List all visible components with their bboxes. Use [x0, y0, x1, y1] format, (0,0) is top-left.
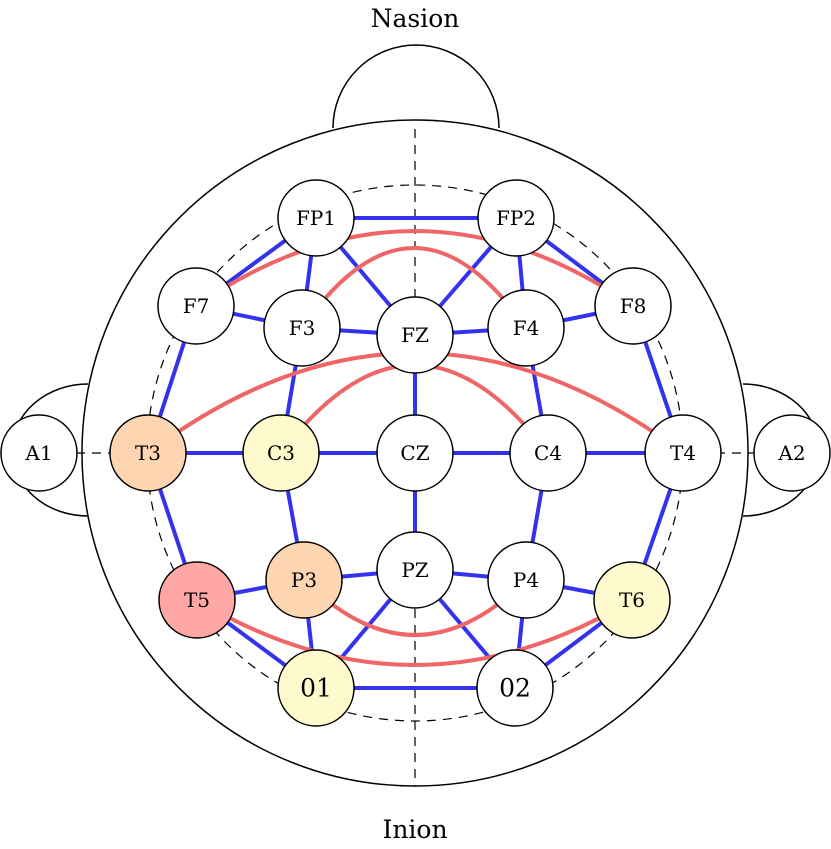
electrode-cz: CZ [376, 414, 454, 492]
electrode-circle [277, 649, 355, 727]
electrode-label: PZ [401, 558, 428, 582]
electrode-label: C4 [534, 441, 562, 465]
electrode-fp1: FP1 [277, 179, 355, 257]
electrode-label: P3 [291, 568, 317, 592]
electrode-circle [487, 541, 565, 619]
electrode-circle [476, 649, 554, 727]
electrode-t6: T6 [593, 561, 671, 639]
electrode-circle [509, 414, 587, 492]
highlight-t5-t6 [195, 598, 634, 667]
electrode-circle [376, 414, 454, 492]
electrode-label: C3 [267, 441, 295, 465]
electrode-label: CZ [400, 441, 429, 465]
electrode-circle [376, 296, 454, 374]
electrode-c3: C3 [242, 414, 320, 492]
electrode-t3: T3 [109, 414, 187, 492]
electrode-label: T5 [184, 588, 210, 612]
electrode-label: FP2 [496, 206, 536, 230]
electrode-t5: T5 [158, 561, 236, 639]
electrode-circle [477, 179, 555, 257]
electrode-fp2: FP2 [477, 179, 555, 257]
electrode-circle [277, 179, 355, 257]
highlight-f7-f8 [194, 229, 635, 308]
highlight-f3-f4 [300, 246, 528, 330]
electrode-label: F4 [513, 316, 540, 340]
electrode-circle [753, 414, 831, 492]
electrode-a2: A2 [753, 414, 831, 492]
electrode-t4: T4 [644, 414, 722, 492]
electrode-p3: P3 [265, 541, 343, 619]
electrode-label: FP1 [296, 206, 336, 230]
electrode-circle [0, 414, 78, 492]
electrode-circle [594, 267, 672, 345]
electrode-label: A1 [24, 441, 52, 465]
electrode-circle [265, 541, 343, 619]
electrode-label: FZ [401, 323, 429, 347]
electrode-label: F8 [620, 294, 647, 318]
electrode-circle [242, 414, 320, 492]
electrode-circle [376, 531, 454, 609]
electrode-label: T4 [670, 441, 696, 465]
electrode-label: 01 [300, 674, 332, 703]
electrode-fz: FZ [376, 296, 454, 374]
electrode-label: 02 [499, 674, 531, 703]
electrode-c4: C4 [509, 414, 587, 492]
electrode-circle [644, 414, 722, 492]
inion-label: Inion [382, 815, 448, 844]
electrode-p4: P4 [487, 541, 565, 619]
electrode-label: T3 [135, 441, 161, 465]
nose [332, 44, 500, 129]
electrode-circle [593, 561, 671, 639]
electrode-f7: F7 [157, 267, 235, 345]
electrode-f3: F3 [263, 289, 341, 367]
electrode-f8: F8 [594, 267, 672, 345]
electrode-a1: A1 [0, 414, 78, 492]
electrode-label: T6 [619, 588, 645, 612]
electrode-o2: 02 [476, 649, 554, 727]
electrode-label: F3 [289, 316, 316, 340]
electrode-circle [487, 289, 565, 367]
electrode-label: A2 [777, 441, 805, 465]
electrode-circle [109, 414, 187, 492]
nasion-label: Nasion [370, 4, 460, 33]
electrode-circle [157, 267, 235, 345]
electrode-label: P4 [513, 568, 539, 592]
electrode-circle [263, 289, 341, 367]
electrode-o1: 01 [277, 649, 355, 727]
electrode-circle [158, 561, 236, 639]
electrode-label: F7 [183, 294, 210, 318]
electrode-pz: PZ [376, 531, 454, 609]
electrode-f4: F4 [487, 289, 565, 367]
